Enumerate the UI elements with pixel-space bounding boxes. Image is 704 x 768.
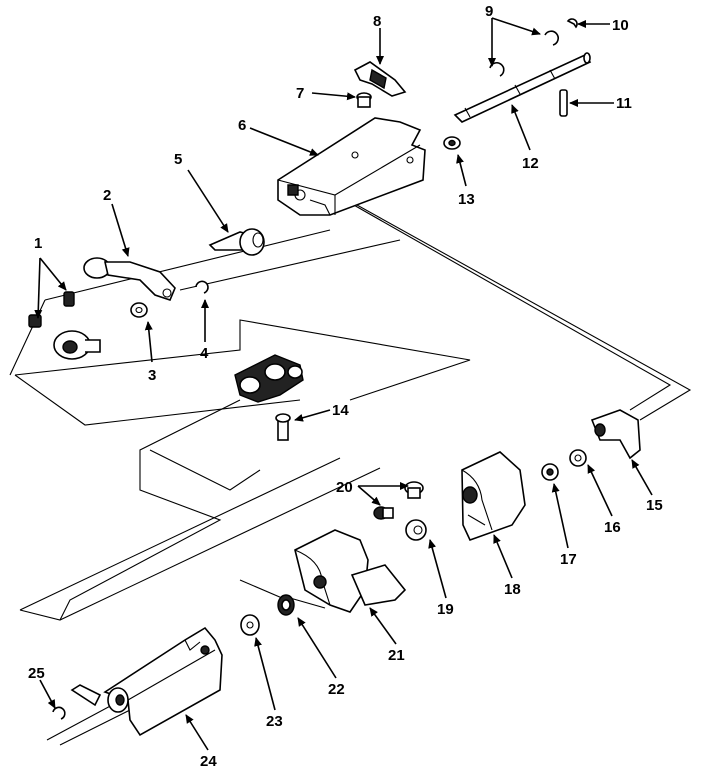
callout-11: 11: [616, 95, 632, 112]
part-8-clip: [353, 61, 407, 97]
callout-24: 24: [200, 753, 217, 768]
callout-3: 3: [148, 367, 156, 384]
part-6-housing-bracket: [277, 117, 426, 216]
callout-6: 6: [238, 117, 246, 134]
callout-8: 8: [373, 13, 381, 30]
callout-labels: 1 2 3 4 5 6 7 8 9 10 11 12 13 14 15 16 1…: [28, 3, 663, 768]
callout-12: 12: [522, 155, 539, 172]
part-16-washer: [569, 449, 587, 467]
part-4-clip: [195, 280, 209, 294]
part-21-cam: [294, 529, 407, 613]
callout-13: 13: [458, 191, 475, 208]
part-25-clip: [52, 706, 66, 720]
callout-7: 7: [296, 85, 304, 102]
callout-10: 10: [612, 17, 629, 34]
callout-20: 20: [336, 479, 353, 496]
part-24-base-bracket: [70, 626, 223, 737]
part-20-screws: [373, 481, 424, 520]
part-5-lever: [208, 228, 265, 256]
part-18-drum: [461, 451, 526, 541]
part-13-nut: [443, 136, 461, 150]
part-22-spring: [239, 579, 326, 616]
part-14-link-assembly: [234, 354, 304, 441]
part-10-clip: [566, 18, 578, 29]
callout-14: 14: [332, 402, 349, 419]
callout-9: 9: [485, 3, 493, 20]
part-12-shaft: [453, 52, 592, 123]
callout-5: 5: [174, 151, 182, 168]
callout-17: 17: [560, 551, 577, 568]
part-9-rings: [489, 30, 559, 77]
callout-19: 19: [437, 601, 454, 618]
part-19-spacer: [405, 519, 427, 541]
part-11-pin: [559, 89, 568, 117]
callout-16: 16: [604, 519, 621, 536]
callout-2: 2: [103, 187, 111, 204]
callout-23: 23: [266, 713, 283, 730]
callout-22: 22: [328, 681, 345, 698]
callout-15: 15: [646, 497, 663, 514]
part-17-nut: [541, 463, 559, 481]
callout-18: 18: [504, 581, 521, 598]
part-7-screw: [356, 92, 372, 108]
part-15-end-bracket: [590, 409, 641, 460]
callout-1: 1: [34, 235, 42, 252]
callout-4: 4: [200, 345, 209, 362]
callout-25: 25: [28, 665, 45, 682]
part-23-washer: [240, 614, 260, 636]
assembly-outline: [9, 189, 692, 746]
part-2-crank-handle: [83, 257, 176, 301]
part-3-washer: [130, 302, 148, 318]
callout-21: 21: [388, 647, 405, 664]
leader-lines: [34, 17, 653, 751]
part-1-hub: [28, 291, 101, 360]
